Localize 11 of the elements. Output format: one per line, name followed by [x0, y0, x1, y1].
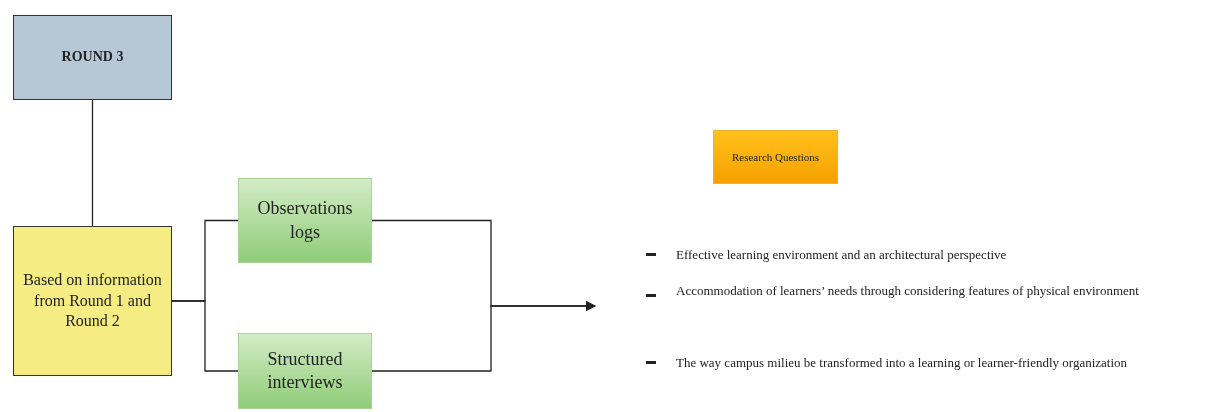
question-text: The way campus milieu be transformed into a learning or learner-friendly organization	[676, 354, 1129, 371]
process-box: Based on information from Round 1 and Round 2	[13, 226, 172, 376]
method-box: Observations logs	[238, 178, 372, 263]
question-text: Effective learning environment and an architectural perspective	[676, 246, 1008, 263]
question-text: Accommodation of learners’ needs through considering features of physical environment	[676, 282, 1140, 299]
connector-line	[371, 300, 597, 372]
method-box: Structured interviews	[238, 333, 372, 409]
heading-box: Research Questions	[713, 130, 838, 184]
stage-box: ROUND 3	[13, 15, 172, 100]
connector-line	[171, 300, 239, 372]
connector-line	[91, 99, 94, 227]
